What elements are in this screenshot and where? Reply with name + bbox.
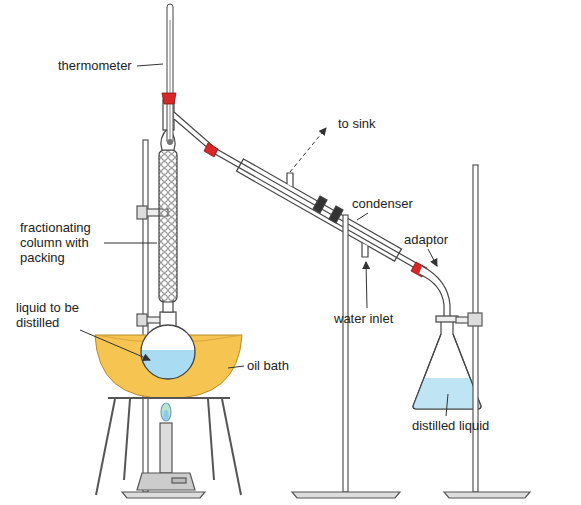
left-stand <box>122 140 205 498</box>
part-label: to sink <box>338 116 398 131</box>
part-label: water inlet <box>334 311 414 326</box>
leader-lines <box>80 64 448 416</box>
part-label: oil bath <box>247 358 317 373</box>
part-label: adaptor <box>404 232 464 247</box>
thermometer <box>162 4 176 145</box>
part-label: fractionating column with packing <box>20 220 115 265</box>
part-label: condenser <box>352 196 432 211</box>
burner <box>137 403 195 490</box>
part-label: thermometer <box>58 58 138 73</box>
part-label: liquid to be distilled <box>16 300 101 330</box>
tripod <box>96 398 241 495</box>
part-label: distilled liquid <box>412 418 522 433</box>
middle-stand <box>292 215 400 498</box>
round-flask <box>138 312 198 390</box>
right-stand <box>444 165 530 498</box>
